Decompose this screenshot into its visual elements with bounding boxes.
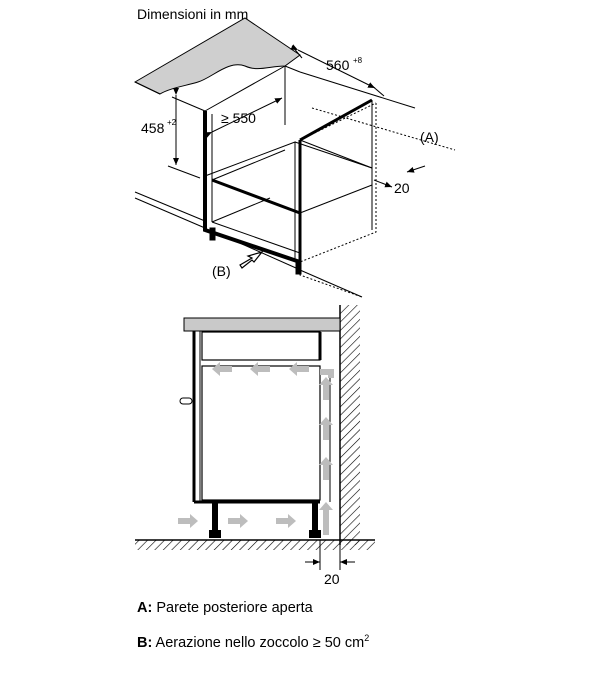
section-view xyxy=(135,305,375,550)
airflow-arrows xyxy=(178,362,334,535)
legend-item-a: A: Parete posteriore aperta xyxy=(137,600,313,616)
floor xyxy=(135,540,375,550)
wall xyxy=(340,305,360,545)
height-label: 458 xyxy=(141,120,165,136)
marker-b-arrow xyxy=(239,250,264,269)
marker-a: (A) xyxy=(420,129,439,145)
iso-view xyxy=(133,17,456,298)
legend-text-a: Parete posteriore aperta xyxy=(152,600,313,616)
width-label: 560 xyxy=(326,57,350,73)
legend-item-b: B: Aerazione nello zoccolo ≥ 50 cm2 xyxy=(137,633,369,651)
gap-label-bottom: 20 xyxy=(324,571,340,587)
bottom-dimension xyxy=(305,540,355,570)
gap-label-top: 20 xyxy=(394,180,410,196)
height-tolerance: +2 xyxy=(167,118,177,127)
marker-b: (B) xyxy=(212,263,231,279)
section-worktop xyxy=(183,317,341,332)
legend-key-a: A: xyxy=(137,600,153,616)
iso-dimensions xyxy=(167,44,426,188)
depth-label: ≥ 550 xyxy=(221,110,256,126)
legend-key-b: B: xyxy=(137,634,153,651)
legend-text-b: Aerazione nello zoccolo ≥ 50 cm xyxy=(152,634,365,651)
legend-sup-b: 2 xyxy=(364,633,370,643)
worktop xyxy=(133,17,301,95)
width-tolerance: +8 xyxy=(353,56,363,65)
diagram-title: Dimensioni in mm xyxy=(137,6,249,22)
